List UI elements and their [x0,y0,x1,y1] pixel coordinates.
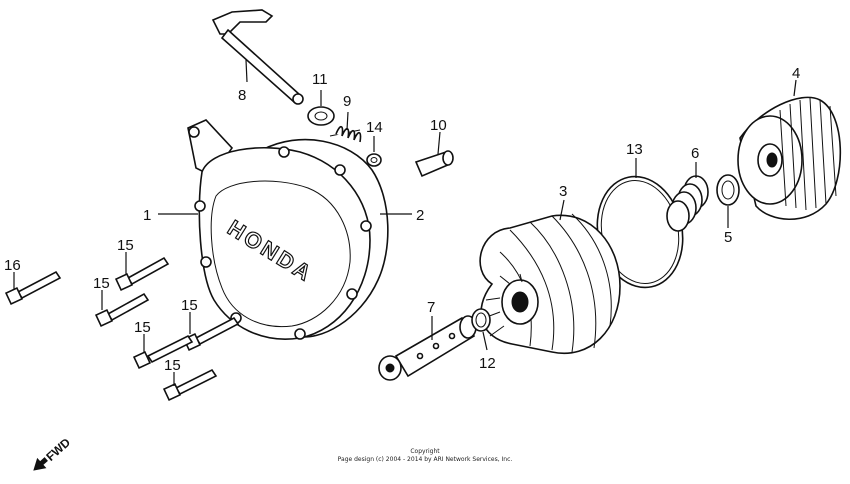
callout-1: 1 [143,207,151,224]
callout-16: 16 [4,257,21,274]
bolt-15-c[interactable] [182,316,240,352]
oil-filter-bolt[interactable] [378,315,477,381]
oil-filter-element[interactable] [737,96,842,221]
leader-lines [13,59,797,386]
bolt-15-b[interactable] [94,292,150,328]
callout-6: 6 [691,145,699,162]
bolt-15-e[interactable] [162,368,218,402]
callout-10: 10 [430,117,447,134]
callout-3: 3 [559,183,567,200]
collar[interactable] [366,153,382,167]
callout-labels: 1 2 3 4 5 6 7 8 9 10 11 12 13 14 16 15 1… [4,65,800,374]
bolt-15-a[interactable] [114,256,170,292]
oil-filter-cover[interactable] [479,213,621,355]
bolt-15-d[interactable] [132,334,194,370]
callout-5: 5 [724,229,732,246]
callout-8: 8 [238,87,246,104]
callout-2: 2 [416,207,424,224]
callout-15-a: 15 [117,237,134,254]
spring[interactable] [329,125,362,143]
callout-12: 12 [479,355,496,372]
callout-4: 4 [792,65,800,82]
callout-9: 9 [343,93,351,110]
callout-15-d: 15 [134,319,151,336]
callout-14: 14 [366,119,383,136]
callout-15-e: 15 [164,357,181,374]
callout-11: 11 [312,71,328,88]
bolt-16[interactable] [4,270,62,306]
oil-seal[interactable] [307,106,335,126]
callout-7: 7 [427,299,435,316]
filter-spring[interactable] [666,175,709,232]
dowel-pin[interactable] [414,150,454,178]
crankcase-cover[interactable]: HONDA [187,119,389,340]
arrow-icon [33,457,48,471]
washer-12[interactable] [471,308,491,332]
callout-13: 13 [626,141,643,158]
copyright-notice: Page design (c) 2004 - 2014 by ARI Netwo… [337,456,513,463]
kick-lever[interactable] [211,9,304,105]
copyright-line: Copyright [410,448,440,455]
callout-15-c: 15 [181,297,198,314]
callout-15-b: 15 [93,275,110,292]
washer-5[interactable] [716,174,740,206]
